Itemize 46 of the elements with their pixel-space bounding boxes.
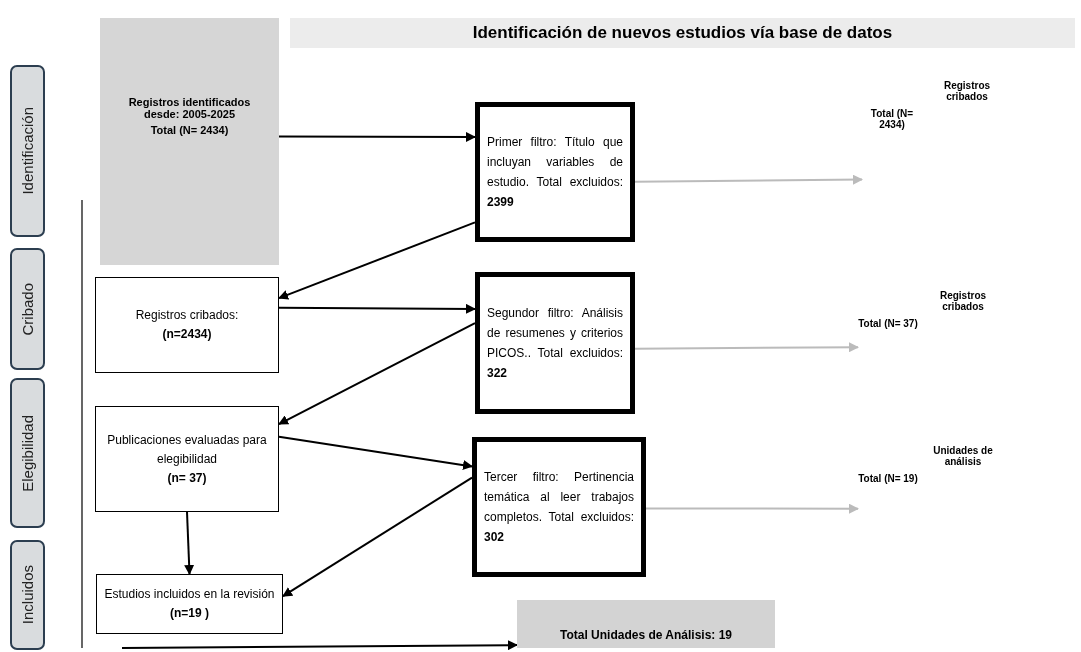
node-text: Total (N= 19) xyxy=(858,473,918,484)
arrow xyxy=(184,511,195,575)
arrow xyxy=(634,342,859,353)
arrow xyxy=(645,503,859,514)
stage-label xyxy=(10,540,45,650)
heading-text: Registros cribados xyxy=(938,290,988,312)
stage-label xyxy=(10,378,45,528)
filter-box xyxy=(472,437,646,577)
node-text: (n= 37) xyxy=(166,469,208,487)
node-text: Primer filtro: Título que incluyan variables de estudio. Total excluidos: 2399 xyxy=(487,134,623,211)
heading-text: Unidades de análisis xyxy=(932,445,994,467)
node-text: Estudios incluidos en la revisión xyxy=(103,586,276,603)
arrow xyxy=(278,303,476,314)
stage-name: Identificación xyxy=(19,107,36,195)
node-text: (n=19 ) xyxy=(169,605,210,622)
stage-name: Incluidos xyxy=(19,565,36,625)
summary-box xyxy=(517,600,775,648)
node-text: Total Unidades de Análisis: 19 xyxy=(559,628,732,642)
stage-label xyxy=(10,65,45,237)
node-text: Total (N= 2434) xyxy=(869,108,915,130)
arrow xyxy=(278,435,473,470)
node-text: Segundor filtro: Análisis de resumenes y criterios PICOS.. Total excluidos: 322 xyxy=(487,305,623,382)
stage-name: Elegibilidad xyxy=(19,414,36,492)
source-box xyxy=(100,18,279,265)
heading-text: Registros cribados xyxy=(942,80,992,102)
arrow xyxy=(634,174,863,185)
process-box xyxy=(95,277,279,373)
filter-box xyxy=(475,102,635,242)
stage-name: Cribado xyxy=(19,282,36,336)
filter-box xyxy=(475,272,635,414)
title-banner: Identificación de nuevos estudios vía base de datos xyxy=(290,18,1075,48)
node-text: Tercer filtro: Pertinencia temática al leer trabajos completos. Total excluidos: 302 xyxy=(484,469,634,546)
arrow xyxy=(278,132,476,142)
node-text: Total (N= 2434) xyxy=(149,124,230,136)
node-text: Total (N= 37) xyxy=(858,318,918,329)
node-text: Registros cribados: xyxy=(134,307,240,324)
node-text: Publicaciones evaluadas para elegibilidad xyxy=(106,431,268,468)
arrow xyxy=(121,640,518,651)
process-box xyxy=(95,406,279,512)
arrow xyxy=(282,476,473,598)
node-text: Registros identificados desde: 2005-2025 xyxy=(127,96,252,120)
arrow xyxy=(278,322,476,425)
process-box xyxy=(96,574,283,634)
stage-label xyxy=(10,248,45,370)
node-text: (n=2434) xyxy=(161,326,213,343)
arrow xyxy=(278,221,476,300)
